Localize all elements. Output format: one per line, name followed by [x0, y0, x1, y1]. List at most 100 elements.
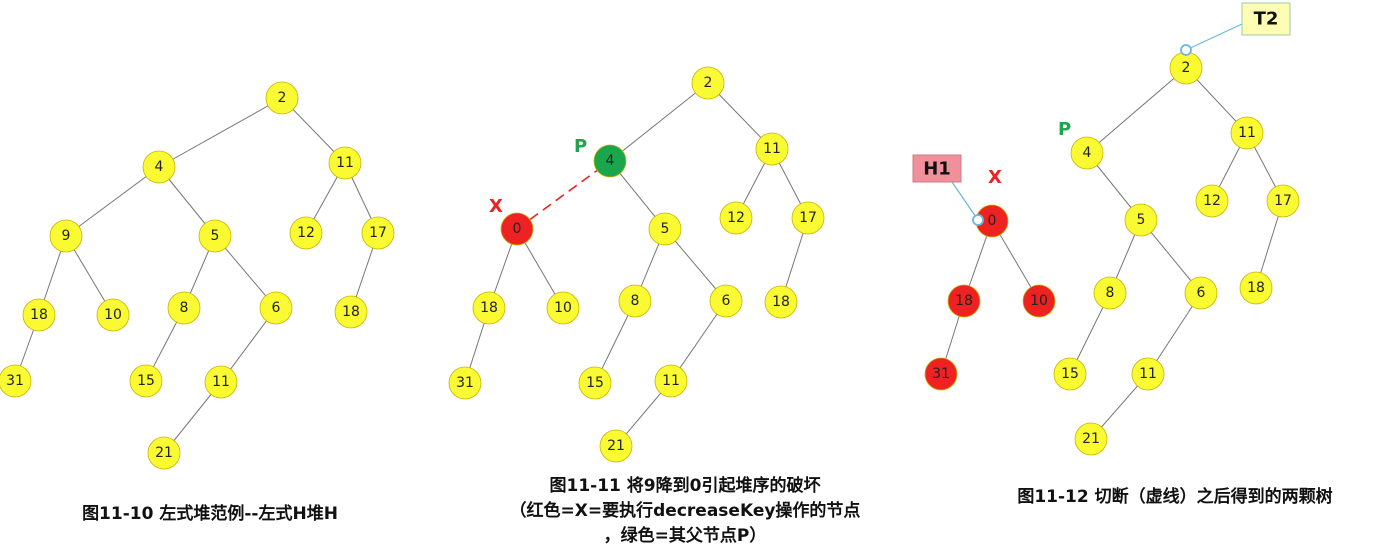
svg-text:6: 6 — [272, 300, 281, 316]
fig1-node: 11 — [204, 365, 238, 399]
fig2-node: 11 — [755, 132, 789, 166]
fig1-nodes: 2 4 11 9 5 12 17 18 10 8 6 18 31 15 11 2… — [0, 81, 395, 470]
fig1-node: 21 — [147, 436, 181, 470]
fig2-node: 2 — [691, 66, 725, 100]
fig1-node: 18 — [22, 298, 56, 332]
fig1-node: 18 — [334, 295, 368, 329]
svg-text:17: 17 — [1274, 193, 1292, 209]
fig1-node: 9 — [49, 219, 83, 253]
svg-text:17: 17 — [369, 225, 387, 241]
fig2-node: 17 — [791, 201, 825, 235]
svg-text:18: 18 — [772, 294, 790, 310]
fig3-caption-line: 图11-12 切断（虚线）之后得到的两颗树 — [1017, 487, 1333, 507]
fig1-node: 6 — [259, 291, 293, 325]
fig2-caption-line: （红色=X=要执行decreaseKey操作的节点 — [509, 501, 861, 521]
fig3-h1-pointer-dot — [972, 214, 984, 226]
svg-text:11: 11 — [763, 141, 781, 157]
svg-text:6: 6 — [722, 293, 731, 309]
fig2-p-label: P — [574, 136, 587, 157]
fig3-x-label: X — [988, 167, 1002, 188]
fig3-edge — [1086, 67, 1187, 154]
svg-text:21: 21 — [607, 438, 625, 454]
fig3-node-red: 10 — [1022, 284, 1056, 318]
svg-text:12: 12 — [297, 225, 315, 241]
fig2-node-x: 0 — [500, 212, 534, 246]
svg-text:8: 8 — [180, 300, 189, 316]
fig3-t2-nodes: 2 4 11 12 17 5 18 8 6 15 11 21 — [1053, 51, 1300, 456]
fig3-h1-nodes: 0 18 10 31 — [924, 204, 1056, 391]
svg-text:21: 21 — [155, 445, 173, 461]
fig3-h1-box: H1 — [912, 154, 962, 183]
fig2-caption-line: 图11-11 将9降到0引起堆序的破坏 — [549, 476, 821, 496]
fig2-tree: 2 4 11 0 5 12 17 18 10 8 6 18 31 15 11 2… — [448, 66, 825, 463]
svg-text:11: 11 — [212, 374, 230, 390]
svg-text:12: 12 — [1203, 193, 1221, 209]
fig2-node: 5 — [648, 212, 682, 246]
fig1-node: 31 — [0, 364, 32, 398]
fig3-node-red: 18 — [947, 284, 981, 318]
svg-text:2: 2 — [1182, 60, 1191, 76]
fig1-node: 5 — [198, 219, 232, 253]
fig2-nodes: 2 4 11 0 5 12 17 18 10 8 6 18 31 15 11 2… — [448, 66, 825, 463]
fig3-caption: 图11-12 切断（虚线）之后得到的两颗树 — [970, 485, 1380, 510]
fig3-node: 11 — [1131, 357, 1165, 391]
svg-text:4: 4 — [155, 159, 164, 175]
fig2-node: 15 — [578, 366, 612, 400]
fig3-node: 15 — [1053, 357, 1087, 391]
fig2-edges — [464, 82, 809, 447]
fig3-h1-pointer-line — [951, 181, 979, 221]
fig3-node: 5 — [1124, 203, 1158, 237]
svg-text:18: 18 — [955, 293, 973, 309]
fig3-node: 12 — [1195, 184, 1229, 218]
svg-text:11: 11 — [336, 155, 354, 171]
svg-text:8: 8 — [631, 293, 640, 309]
fig1-node: 10 — [96, 298, 130, 332]
svg-text:4: 4 — [606, 153, 615, 169]
fig3-node-p: 4 — [1070, 136, 1104, 170]
svg-text:31: 31 — [456, 375, 474, 391]
fig1-node: 12 — [289, 216, 323, 250]
fig3-node: 2 — [1169, 51, 1203, 85]
fig2-edge — [609, 82, 709, 162]
svg-text:9: 9 — [62, 228, 71, 244]
svg-text:11: 11 — [1139, 366, 1157, 382]
svg-text:2: 2 — [278, 90, 287, 106]
svg-text:5: 5 — [1137, 212, 1146, 228]
fig3-p-label: P — [1058, 119, 1071, 140]
svg-text:18: 18 — [480, 300, 498, 316]
fig3-h1-box-label: H1 — [923, 159, 951, 180]
fig1-caption: 图11-10 左式堆范例--左式H堆H — [45, 502, 375, 527]
svg-text:6: 6 — [1197, 285, 1206, 301]
fig3-node: 21 — [1074, 422, 1108, 456]
fig3-t2-tree: 2 4 11 12 17 5 18 8 6 15 11 21 T2 P — [1053, 2, 1300, 456]
fig1-node: 11 — [328, 146, 362, 180]
svg-text:31: 31 — [6, 373, 24, 389]
svg-text:4: 4 — [1083, 145, 1092, 161]
svg-text:2: 2 — [704, 75, 713, 91]
fig3-node: 17 — [1266, 184, 1300, 218]
fig2-node: 21 — [599, 429, 633, 463]
fig2-node-p: 4 — [593, 144, 627, 178]
fig3-node: 8 — [1093, 276, 1127, 310]
fig1-node: 8 — [167, 291, 201, 325]
fig1-node: 2 — [265, 81, 299, 115]
svg-text:11: 11 — [662, 373, 680, 389]
svg-text:18: 18 — [342, 304, 360, 320]
fig3-t2-pointer-line — [1185, 23, 1243, 51]
fig3-node: 18 — [1239, 271, 1273, 305]
fig3-node: 6 — [1184, 276, 1218, 310]
fig2-node: 11 — [654, 364, 688, 398]
fig2-node: 31 — [448, 366, 482, 400]
fig1-edge — [65, 166, 160, 237]
fig1-edge — [158, 97, 283, 168]
svg-text:10: 10 — [554, 300, 572, 316]
svg-text:5: 5 — [211, 228, 220, 244]
fig1-caption-line: 图11-10 左式堆范例--左式H堆H — [82, 504, 338, 524]
svg-text:10: 10 — [1030, 293, 1048, 309]
fig3-node-red: 31 — [924, 357, 958, 391]
fig2-node: 8 — [618, 284, 652, 318]
fig2-cut-line — [516, 160, 611, 230]
fig3-h1-tree: 0 18 10 31 H1 X — [912, 154, 1056, 391]
svg-text:5: 5 — [661, 221, 670, 237]
